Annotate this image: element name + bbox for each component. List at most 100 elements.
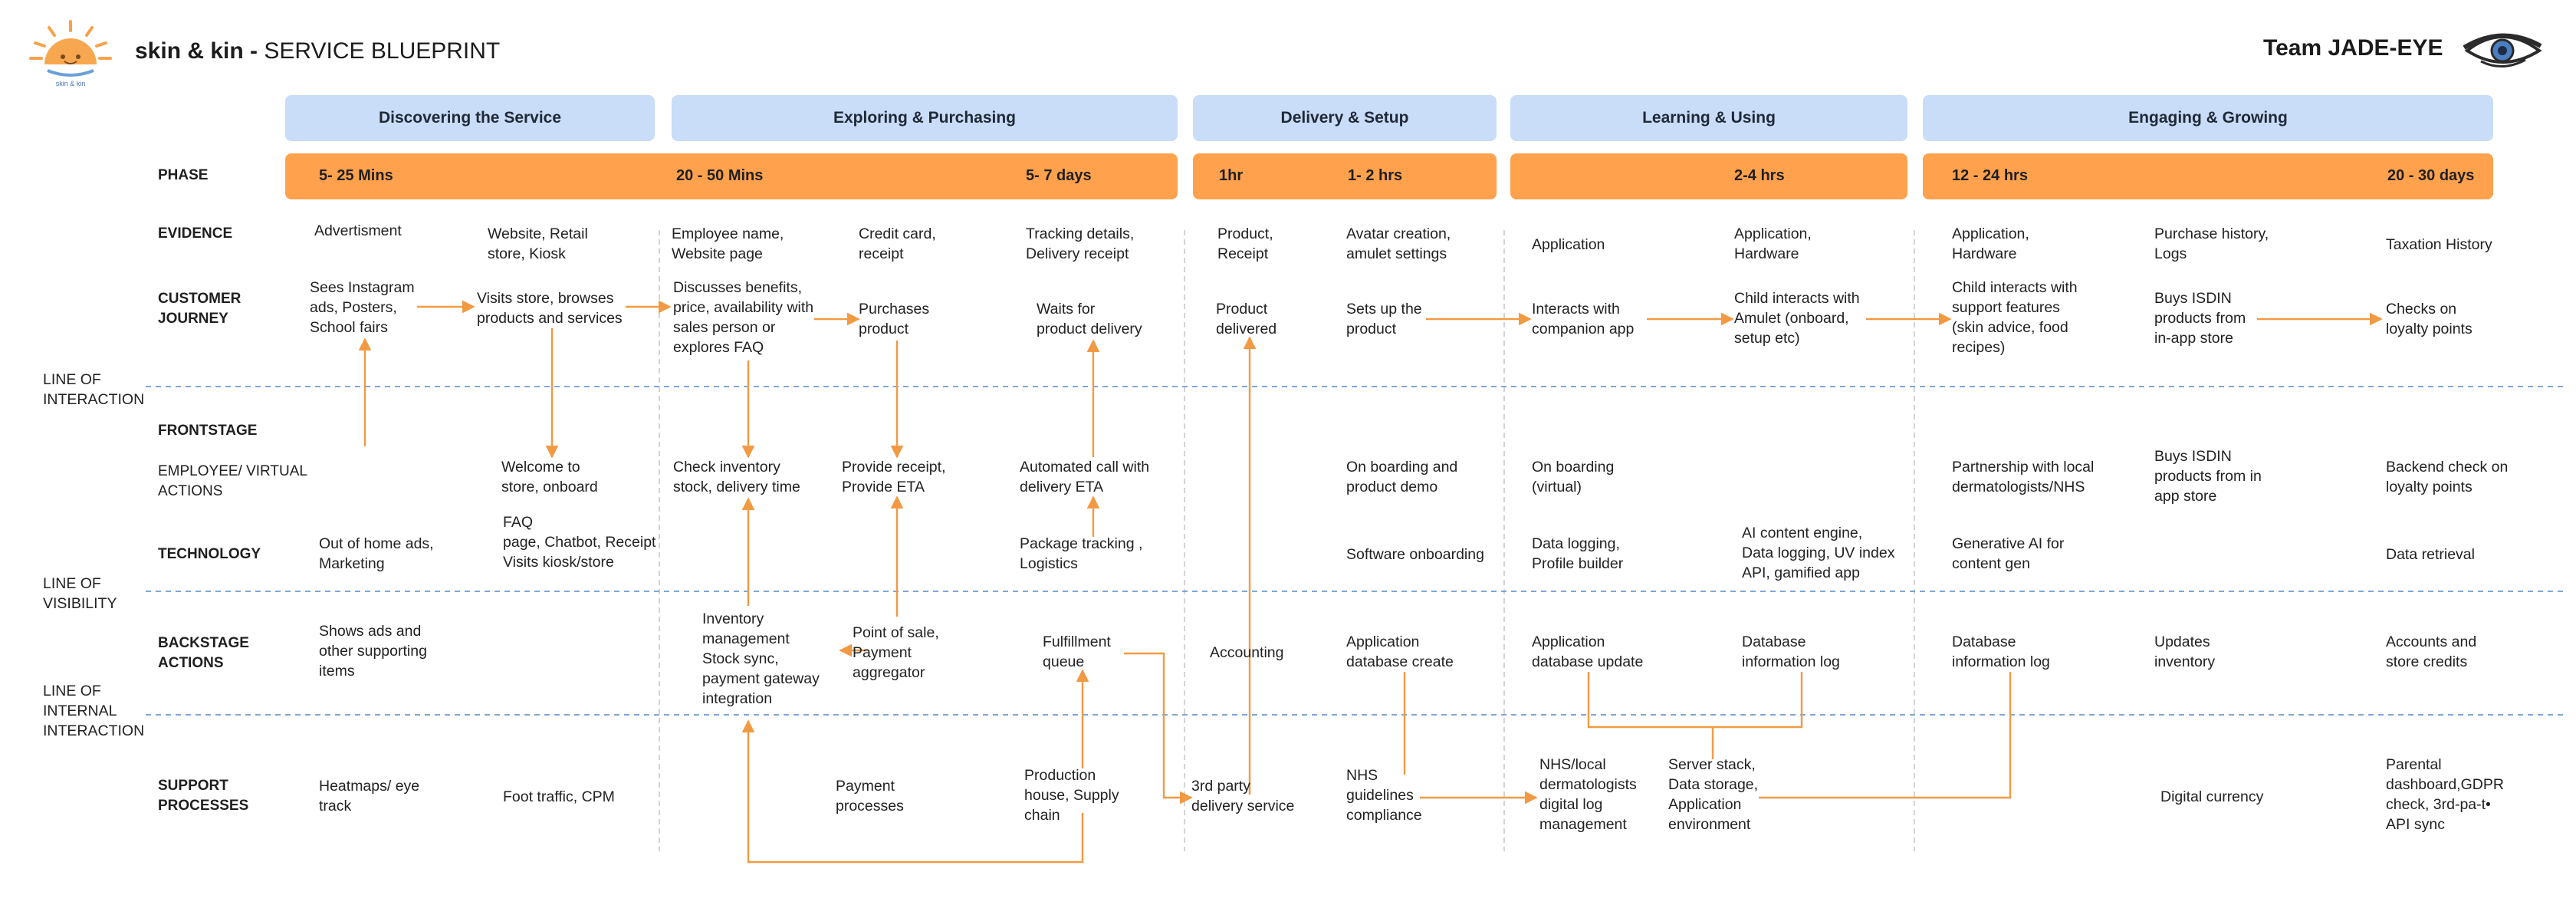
stage-exploring: Exploring & Purchasing <box>672 95 1178 141</box>
journey-step: Checks on loyalty points <box>2386 301 2472 337</box>
support-process: Payment processes <box>836 778 904 814</box>
phase-time: 5- 7 days <box>1026 167 1092 184</box>
blueprint-title: skin & kin - SERVICE BLUEPRINT <box>135 38 500 64</box>
technology-item: Generative AI for content gen <box>1952 535 2065 572</box>
technology-item: Data retrieval <box>2386 546 2475 563</box>
backstage-action: Accounts and store credits <box>2386 634 2477 670</box>
employee-action: On boarding and product demo <box>1346 459 1458 495</box>
support-process: Server stack, Data storage, Application … <box>1668 756 1759 833</box>
journey-step: Purchases product <box>859 301 930 337</box>
sun-logo-icon: skin & kin <box>29 20 112 87</box>
evidence-item: Avatar creation, amulet settings <box>1346 225 1451 262</box>
journey-step: Buys ISDIN products from in-app store <box>2154 290 2246 347</box>
row-label-backstage: BACKSTAGE <box>158 635 249 651</box>
label-line-of-interaction: LINE OF INTERACTION <box>43 371 145 408</box>
employee-action: Backend check on loyalty points <box>2386 459 2509 495</box>
support-process: Foot traffic, CPM <box>503 788 615 805</box>
phase-bar-3 <box>1510 153 1907 199</box>
phase-bar-4 <box>1923 153 2493 199</box>
backstage-action: Updates inventory <box>2154 634 2216 670</box>
technology-item: AI content engine, Data logging, UV inde… <box>1742 525 1895 581</box>
employee-action: Partnership with local dermatologists/NH… <box>1952 459 2095 495</box>
row-label-phase: PHASE <box>158 167 209 183</box>
evidence-item: Product, Receipt <box>1217 225 1273 262</box>
employee-action: Automated call with delivery ETA <box>1020 459 1150 495</box>
row-label-employee: EMPLOYEE/ VIRTUAL <box>158 463 307 479</box>
row-label-backstage-actions: ACTIONS <box>158 655 224 671</box>
connector-arrow <box>741 719 1084 864</box>
support-process: 3rd party delivery service <box>1191 778 1295 814</box>
backstage-action: Inventory management Stock sync, payment… <box>702 610 820 707</box>
employee-action: Check inventory stock, delivery time <box>673 459 800 495</box>
support-process: Heatmaps/ eye track <box>319 778 420 814</box>
evidence-item: Application <box>1532 236 1605 253</box>
support-process: NHS/local dermatologists digital log man… <box>1539 756 1637 833</box>
evidence-item: Taxation History <box>2386 236 2492 253</box>
journey-step: Interacts with companion app <box>1532 301 1635 337</box>
row-label-actions: ACTIONS <box>158 483 223 499</box>
backstage-action: Application database update <box>1532 634 1644 670</box>
phase-bar-2 <box>1193 153 1497 199</box>
phase-time: 5- 25 Mins <box>319 167 393 184</box>
employee-action: Welcome to store, onboard <box>501 459 598 495</box>
technology-item: Software onboarding <box>1346 546 1484 563</box>
backstage-action: Database information log <box>1742 634 1840 670</box>
backstage-action: Fulfillment queue <box>1043 634 1111 670</box>
backstage-action: Accounting <box>1210 644 1284 661</box>
evidence-item: Purchase history, Logs <box>2154 225 2269 262</box>
evidence-item: Employee name, Website page <box>672 225 784 262</box>
evidence-item: Credit card, receipt <box>859 225 936 262</box>
brand-name: skin & kin - <box>135 38 258 64</box>
employee-action: Provide receipt, Provide ETA <box>842 459 946 495</box>
employee-action: Buys ISDIN products from in app store <box>2154 448 2262 505</box>
evidence-item: Tracking details, Delivery receipt <box>1026 225 1135 262</box>
employee-action: On boarding (virtual) <box>1532 459 1615 495</box>
stage-delivery: Delivery & Setup <box>1193 95 1497 141</box>
row-label-support: SUPPORT <box>158 778 228 794</box>
row-label-technology: TECHNOLOGY <box>158 546 261 562</box>
row-label-processes: PROCESSES <box>158 798 249 814</box>
support-process: Digital currency <box>2160 788 2264 805</box>
phase-time: 20 - 50 Mins <box>676 167 764 184</box>
label-line-of-visibility: LINE OF VISIBILITY <box>43 575 117 612</box>
journey-step: Sees Instagram ads, Posters, School fair… <box>310 279 415 336</box>
technology-item: FAQ page, Chatbot, Receipt Visits kiosk/… <box>503 514 656 571</box>
technology-item: Package tracking , Logistics <box>1020 535 1143 572</box>
phase-bar-1 <box>285 153 1178 199</box>
backstage-action: Shows ads and other supporting items <box>319 623 427 680</box>
stage-learning: Learning & Using <box>1510 95 1907 141</box>
connector-line <box>1759 672 2012 799</box>
journey-step: Sets up the product <box>1346 301 1422 337</box>
evidence-item: Application, Hardware <box>1734 225 1812 262</box>
support-process: NHS guidelines compliance <box>1346 767 1422 824</box>
phase-time: 20 - 30 days <box>2387 167 2475 184</box>
journey-step: Product delivered <box>1216 301 1277 337</box>
logo-caption: skin & kin <box>56 80 86 87</box>
row-label-journey: JOURNEY <box>158 311 228 327</box>
phase-time: 2-4 hrs <box>1734 167 1785 184</box>
phase-time: 1- 2 hrs <box>1348 167 1403 184</box>
connector-arrow <box>1124 652 1193 805</box>
connector-line <box>1587 672 1803 729</box>
journey-step: Waits for product delivery <box>1037 301 1142 337</box>
journey-step: Discusses benefits, price, availability … <box>673 279 814 356</box>
stage-discovering: Discovering the Service <box>285 95 655 141</box>
technology-item: Out of home ads, Marketing <box>319 535 434 572</box>
journey-step: Visits store, browses products and servi… <box>477 290 623 327</box>
backstage-action: Database information log <box>1952 634 2050 670</box>
team-title: Team JADE-EYE <box>2263 35 2443 61</box>
eye-logo-icon <box>2463 33 2542 67</box>
journey-step: Child interacts with Amulet (onboard, se… <box>1734 290 1860 347</box>
phase-time: 1hr <box>1219 167 1244 184</box>
row-label-frontstage: FRONTSTAGE <box>158 423 258 439</box>
evidence-item: Advertisment <box>314 222 402 239</box>
blueprint-subtitle: SERVICE BLUEPRINT <box>258 38 501 64</box>
evidence-item: Application, Hardware <box>1952 225 2029 262</box>
label-line-of-internal-interaction: LINE OF INTERNAL INTERACTION <box>43 683 145 739</box>
support-process: Production house, Supply chain <box>1024 767 1119 824</box>
backstage-action: Point of sale, Payment aggregator <box>853 624 939 681</box>
technology-item: Data logging, Profile builder <box>1532 535 1624 572</box>
stage-engaging: Engaging & Growing <box>1923 95 2493 141</box>
evidence-item: Website, Retail store, Kiosk <box>488 225 588 262</box>
